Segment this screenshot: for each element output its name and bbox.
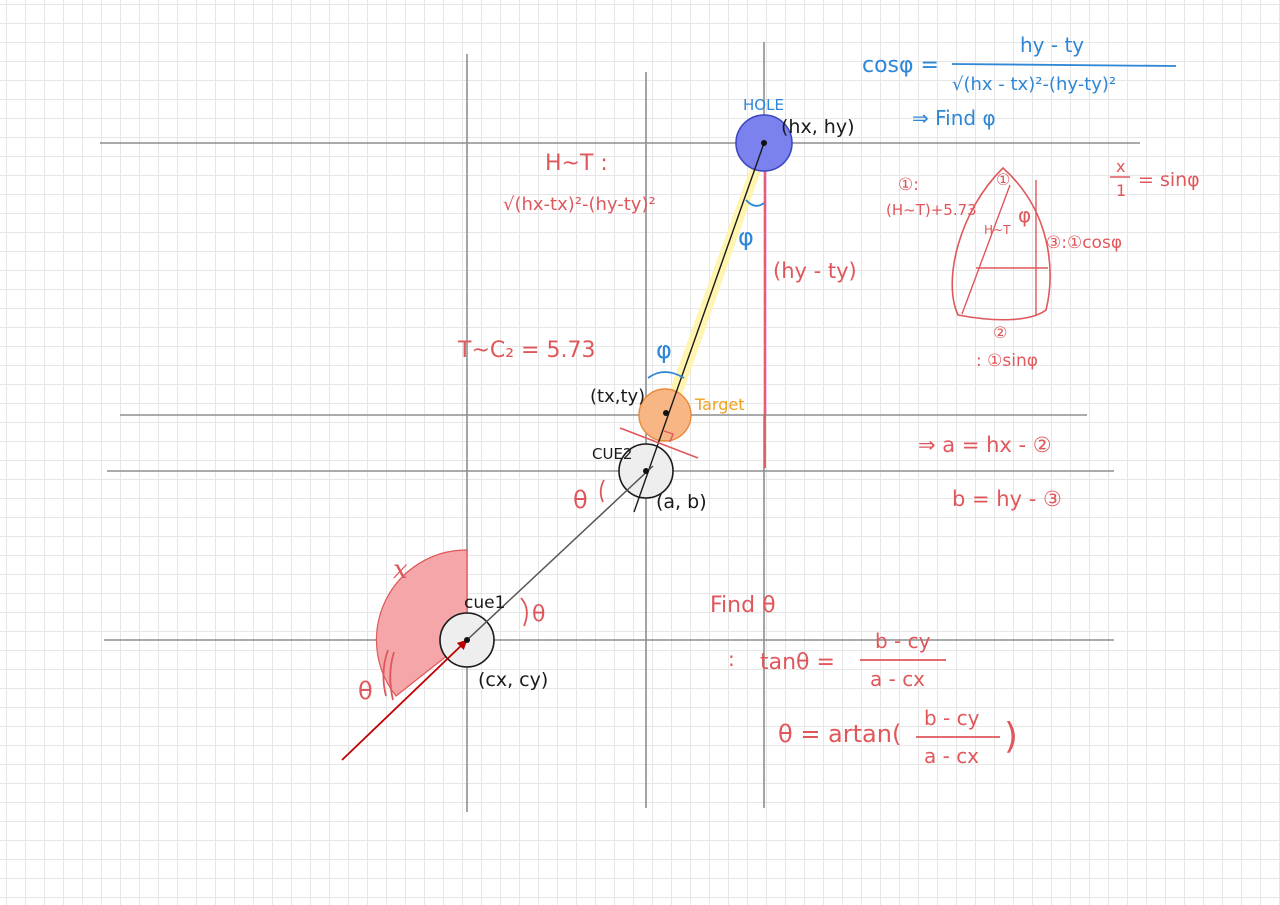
cue1-approach-arrow xyxy=(341,639,468,761)
tangent-line xyxy=(619,427,699,459)
hy-ty-label: (hy - ty) xyxy=(773,259,857,283)
theta-label-cue1: θ xyxy=(532,602,545,627)
triangle-sketch xyxy=(951,166,1051,321)
triangle-sketch-hypotenuse xyxy=(961,184,1011,315)
cue1-center-dot xyxy=(464,637,470,643)
triangle-marker-2: ② xyxy=(993,323,1007,342)
cue1-label: cue1 xyxy=(464,593,505,613)
cos-formula-lhs: cosφ = xyxy=(862,53,939,78)
cos-fraction-bar xyxy=(951,63,1177,67)
ratio-numerator: x xyxy=(1116,157,1125,176)
theta-eq-rhs: ) xyxy=(1004,716,1018,757)
theta-label-origin: θ xyxy=(358,677,373,705)
center-dots xyxy=(464,140,767,643)
find-theta-label: Find θ xyxy=(710,593,776,618)
phi-arc-hole xyxy=(745,199,765,207)
right-angle-mark xyxy=(663,430,674,443)
cue2-label: CUE2 xyxy=(592,445,632,463)
theta-arc-cue1 xyxy=(520,597,528,627)
tan-numerator: b - cy xyxy=(875,629,931,653)
h-t-label: H~T : xyxy=(545,151,608,176)
theta-eq-lhs: θ = artan( xyxy=(778,720,901,748)
hole-coord-label: (hx, hy) xyxy=(781,116,854,138)
theta-arc-origin-1 xyxy=(382,649,389,697)
reference-lines xyxy=(100,42,1140,812)
target-center-dot xyxy=(663,410,669,416)
theta-eq-denominator: a - cx xyxy=(924,744,979,768)
ratio-denominator: 1 xyxy=(1116,181,1126,200)
target-coord-label: (tx,ty) xyxy=(590,386,645,407)
cue2-coord-label: (a, b) xyxy=(656,491,707,513)
tan-denominator: a - cx xyxy=(870,667,925,691)
triangle-label-3: ③:①cosφ xyxy=(1046,233,1122,253)
tan-lhs: tanθ = xyxy=(760,650,835,675)
hole-center-dot xyxy=(761,140,767,146)
triangle-label-2: : ①sinφ xyxy=(976,351,1038,371)
triangle-value-1: (H~T)+5.73 xyxy=(886,201,977,219)
hole-label: HOLE xyxy=(743,96,784,114)
phi-arc-target xyxy=(647,371,685,379)
find-phi-label: ⇒ Find φ xyxy=(912,106,996,130)
tan-prefix: : xyxy=(728,647,735,671)
phi-label-target: φ xyxy=(656,336,672,364)
cue2-center-dot xyxy=(643,468,649,474)
ratio-rhs: = sinφ xyxy=(1138,169,1200,191)
hole-target-line xyxy=(633,142,765,513)
triangle-phi-label: φ xyxy=(1018,203,1031,227)
t-c2-label: T~C₂ = 5.73 xyxy=(457,338,595,363)
theta-eq-numerator: b - cy xyxy=(924,706,980,730)
a-equation: ⇒ a = hx - ② xyxy=(918,433,1052,457)
theta-arc-origin-2 xyxy=(389,651,395,701)
b-equation: b = hy - ③ xyxy=(952,487,1062,511)
h-t-formula: √(hx-tx)²-(hy-ty)² xyxy=(503,194,656,215)
cue1-coord-label: (cx, cy) xyxy=(478,669,548,691)
cos-formula-numerator: hy - ty xyxy=(1020,33,1084,57)
triangle-marker-1: ① xyxy=(996,170,1010,189)
triangle-label-1: ①: xyxy=(898,175,919,195)
target-label: Target xyxy=(694,395,745,414)
theta-arc-cue2 xyxy=(599,479,605,503)
cos-formula-denominator: √(hx - tx)²-(hy-ty)² xyxy=(952,74,1116,95)
x-sector-label: x xyxy=(393,555,408,585)
triangle-hypotenuse-label: H~T xyxy=(984,223,1011,237)
theta-label-cue2: θ xyxy=(573,486,588,514)
phi-label-hole: φ xyxy=(738,223,754,251)
cue1-cue2-line xyxy=(466,465,654,641)
